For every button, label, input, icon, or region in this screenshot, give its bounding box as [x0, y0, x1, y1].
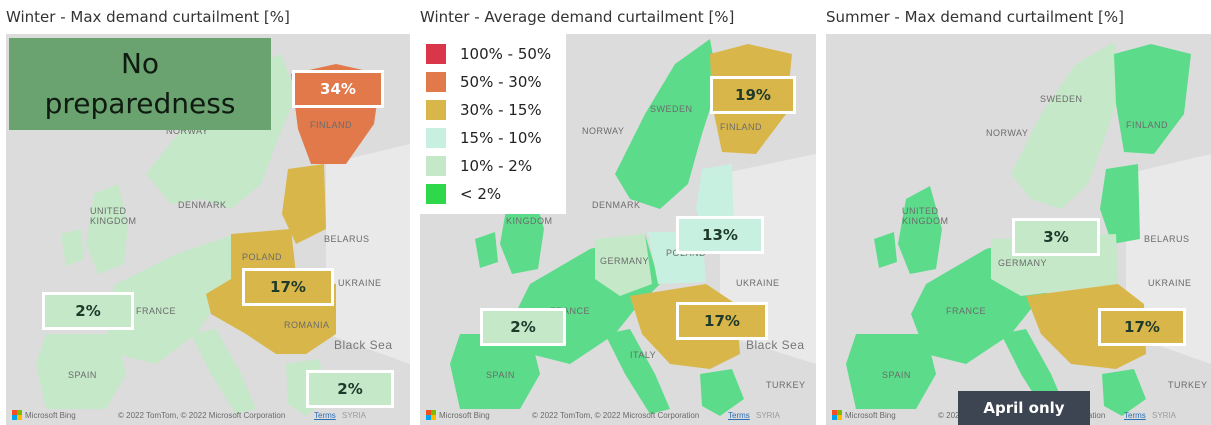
geo-label-romania: ROMANIA: [284, 320, 330, 330]
value-label-east: 17%: [676, 302, 768, 340]
map-attribution: Microsoft Bing © 2022 TomTom, © 2022 Mic…: [6, 405, 410, 425]
geo-label-black-sea: Black Sea: [746, 338, 805, 352]
value-label-west: 2%: [42, 292, 134, 330]
panel-winter-max: Winter - Max demand curtailment [%]: [6, 0, 410, 425]
microsoft-logo-icon: [832, 410, 842, 420]
panel-title: Summer - Max demand curtailment [%]: [826, 8, 1125, 26]
legend-item-15-10: 15% - 10%: [426, 124, 566, 152]
geo-label-finland: FINLAND: [1126, 120, 1169, 130]
microsoft-logo-icon: [12, 410, 22, 420]
bing-logo: Microsoft Bing: [12, 410, 76, 420]
map-winter-average[interactable]: SWEDEN NORWAY FINLAND DENMARK UNITED KIN…: [420, 34, 816, 425]
geo-label-turkey: TURKEY: [766, 380, 806, 390]
value-label-west: 2%: [480, 308, 566, 346]
legend-item-50-30: 50% - 30%: [426, 68, 566, 96]
legend-swatch: [426, 44, 446, 64]
value-label-east: 17%: [1098, 308, 1186, 346]
legend-label: 30% - 15%: [460, 101, 542, 119]
legend-swatch: [426, 156, 446, 176]
geo-label-denmark: DENMARK: [178, 200, 227, 210]
geo-label-turkey: TURKEY: [1168, 380, 1208, 390]
map-summer-max[interactable]: SWEDEN NORWAY FINLAND UNITED KINGDOM GER…: [826, 34, 1211, 425]
bing-label: Microsoft Bing: [845, 410, 896, 420]
copyright-text: © 2022 TomTom, © 2022 Microsoft Corporat…: [118, 410, 286, 420]
no-preparedness-callout: No preparedness: [9, 38, 271, 130]
legend-item-100-50: 100% - 50%: [426, 40, 566, 68]
terms-link[interactable]: Terms: [314, 410, 336, 420]
map-legend: 100% - 50% 50% - 30% 30% - 15% 15% - 10%…: [420, 34, 566, 214]
legend-item-30-15: 30% - 15%: [426, 96, 566, 124]
geo-label-belarus: BELARUS: [324, 234, 370, 244]
bing-label: Microsoft Bing: [25, 410, 76, 420]
geo-label-norway: NORWAY: [166, 126, 209, 136]
legend-label: < 2%: [460, 185, 502, 203]
geo-label-poland: POLAND: [242, 252, 283, 262]
value-label-east: 17%: [242, 268, 334, 306]
geo-label-germany: GERMANY: [600, 256, 650, 266]
value-label-nordic: 19%: [710, 76, 796, 114]
geo-label-uk: UNITED KINGDOM: [90, 206, 137, 226]
legend-swatch: [426, 100, 446, 120]
callout-line-1: No: [120, 47, 160, 80]
copyright-text: © 2022 TomTom, © 2022 Microsoft Corporat…: [532, 410, 700, 420]
legend-label: 100% - 50%: [460, 45, 552, 63]
value-label-south: 2%: [306, 370, 394, 408]
geo-label-ukraine: UKRAINE: [1148, 278, 1192, 288]
geo-label-syria: SYRIA: [1152, 410, 1177, 420]
geo-label-belarus: BELARUS: [1144, 234, 1190, 244]
geo-label-france: FRANCE: [946, 306, 987, 316]
geo-label-syria: SYRIA: [756, 410, 781, 420]
geo-label-sweden: SWEDEN: [1040, 94, 1083, 104]
panel-winter-average: Winter - Average demand curtailment [%]: [420, 0, 816, 425]
legend-swatch: [426, 128, 446, 148]
geo-label-norway: NORWAY: [986, 128, 1029, 138]
legend-label: 10% - 2%: [460, 157, 533, 175]
panel-title: Winter - Average demand curtailment [%]: [420, 8, 735, 26]
value-label-central: 13%: [676, 216, 764, 254]
geo-label-uk: UNITED KINGDOM: [902, 206, 949, 226]
april-only-badge: April only: [958, 391, 1090, 425]
bing-logo: Microsoft Bing: [426, 410, 490, 420]
legend-item-lt-2: < 2%: [426, 180, 566, 208]
geo-label-syria: SYRIA: [342, 410, 367, 420]
legend-swatch: [426, 72, 446, 92]
geo-label-france: FRANCE: [550, 306, 591, 316]
geo-label-france: FRANCE: [136, 306, 177, 316]
legend-swatch: [426, 184, 446, 204]
geo-label-finland: FINLAND: [310, 120, 353, 130]
terms-link[interactable]: Terms: [728, 410, 750, 420]
panel-title: Winter - Max demand curtailment [%]: [6, 8, 290, 26]
microsoft-logo-icon: [426, 410, 436, 420]
geo-label-ukraine: UKRAINE: [736, 278, 780, 288]
terms-link[interactable]: Terms: [1124, 410, 1146, 420]
map-attribution: Microsoft Bing © 2022 TomTom, © 2022 Mic…: [420, 405, 816, 425]
legend-label: 15% - 10%: [460, 129, 542, 147]
geo-label-black-sea: Black Sea: [334, 338, 393, 352]
geo-label-spain: SPAIN: [68, 370, 97, 380]
legend-label: 50% - 30%: [460, 73, 542, 91]
map-shapes: [826, 34, 1211, 425]
geo-label-spain: SPAIN: [486, 370, 515, 380]
geo-label-denmark: DENMARK: [592, 200, 641, 210]
geo-label-sweden: SWEDEN: [650, 104, 693, 114]
geo-label-norway: NORWAY: [582, 126, 625, 136]
panel-summer-max: Summer - Max demand curtailment [%]: [826, 0, 1211, 425]
geo-label-ukraine: UKRAINE: [338, 278, 382, 288]
value-label-central: 3%: [1012, 218, 1100, 256]
geo-label-italy: ITALY: [630, 350, 657, 360]
geo-label-spain: SPAIN: [882, 370, 911, 380]
callout-line-2: preparedness: [44, 87, 236, 120]
geo-label-germany: GERMANY: [998, 258, 1048, 268]
geo-label-finland: FINLAND: [720, 122, 763, 132]
legend-item-10-2: 10% - 2%: [426, 152, 566, 180]
value-label-nordic: 34%: [292, 70, 384, 108]
bing-logo: Microsoft Bing: [832, 410, 896, 420]
map-winter-max[interactable]: NORWAY FINLAND DENMARK UNITED KINGDOM BE…: [6, 34, 410, 425]
bing-label: Microsoft Bing: [439, 410, 490, 420]
